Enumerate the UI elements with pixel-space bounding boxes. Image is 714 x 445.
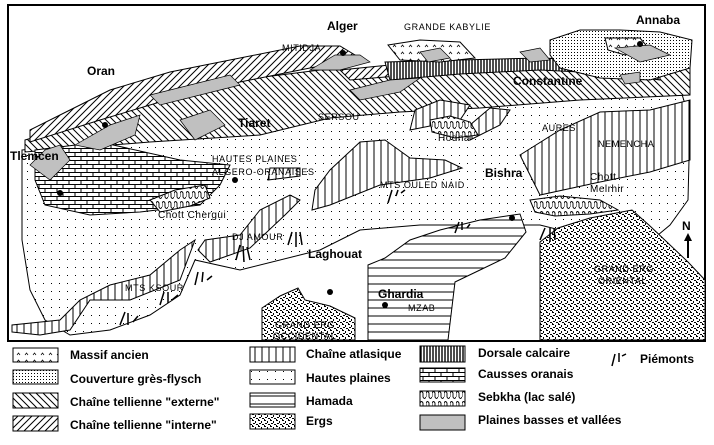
legend-swatch-hamada bbox=[249, 392, 296, 408]
legend-label-tell-externe: Chaîne tellienne "externe" bbox=[70, 395, 219, 409]
legend-label-hamada: Hamada bbox=[306, 394, 353, 408]
city-label-oran: Oran bbox=[87, 64, 115, 78]
region-label-mzab: MZAB bbox=[408, 303, 435, 313]
legend-label-couverture: Couverture grès-flysch bbox=[70, 372, 201, 386]
north-arrow-icon: N bbox=[682, 219, 692, 258]
piemont-marks bbox=[119, 189, 556, 326]
legend-swatch-tell-interne bbox=[12, 415, 59, 432]
svg-text:N: N bbox=[682, 219, 691, 233]
couverture-flysch-area bbox=[549, 29, 693, 81]
plaines-basses-areas bbox=[29, 44, 672, 181]
legend-swatch-massif-ancien bbox=[12, 347, 59, 363]
region-label-grand-erg-occidental-2: OCCIDENTAL bbox=[273, 331, 336, 341]
region-label-chott-melrhir: Chott bbox=[590, 172, 616, 183]
region-label-hautes-plaines: HAUTES PLAINES bbox=[212, 154, 297, 164]
city-label-annaba: Annaba bbox=[636, 13, 680, 27]
region-label-grand-erg-oriental: GRAND ERG bbox=[594, 264, 654, 274]
legend-swatch-hautes-plaines bbox=[249, 369, 296, 385]
legend-label-atlas: Chaîne atlasique bbox=[306, 347, 402, 361]
region-label-mts-ouled-naid: MTS OULED NAID bbox=[380, 180, 465, 190]
piemont-icon bbox=[611, 353, 627, 367]
legend-swatch-sebkha bbox=[419, 390, 466, 407]
region-label-dj-amour: DJ AMOUR bbox=[232, 232, 283, 242]
region-label-hodna: Hodna bbox=[438, 133, 470, 144]
legend-label-dorsale: Dorsale calcaire bbox=[478, 346, 570, 360]
region-label-mts-ksour: MTS KSOUR bbox=[125, 283, 184, 293]
legend-swatch-ergs bbox=[249, 413, 296, 430]
city-dots bbox=[57, 41, 643, 308]
region-label-chott-melrhir-2: Melrhir bbox=[590, 184, 624, 195]
region-label-grande-kabylie: GRANDE KABYLIE bbox=[404, 22, 491, 32]
grand-erg-oriental-area bbox=[539, 209, 706, 341]
legend-label-ergs: Ergs bbox=[306, 414, 333, 428]
legend-label-plaines-basses: Plaines basses et vallées bbox=[478, 413, 622, 427]
legend-label-sebkha: Sebkha (lac salé) bbox=[478, 390, 575, 404]
legend-label-hautes-plaines: Hautes plaines bbox=[306, 371, 391, 385]
legend-label-piemonts: Piémonts bbox=[640, 352, 694, 366]
city-label-laghouat: Laghouat bbox=[308, 247, 362, 261]
city-label-constantine: Constantine bbox=[513, 74, 583, 88]
legend-swatch-couverture bbox=[12, 369, 59, 385]
city-label-alger: Alger bbox=[327, 19, 358, 33]
city-label-ghardia: Ghardia bbox=[378, 287, 424, 301]
region-label-chott-chergui: Chott Chergui bbox=[158, 210, 226, 221]
region-label-mitidja: MITIDJA bbox=[282, 43, 321, 53]
tell-interne-area bbox=[29, 45, 362, 143]
legend: Massif ancien Couverture grès-flysch Cha… bbox=[12, 345, 694, 432]
sebkha-areas bbox=[149, 115, 620, 217]
legend-swatch-tell-externe bbox=[12, 392, 59, 409]
region-label-algero-oranaises: ALGERO-ORANAISES bbox=[212, 167, 315, 177]
region-label-grand-erg-oriental-2: ORIENTAL bbox=[598, 276, 647, 286]
legend-swatch-causses bbox=[419, 367, 466, 383]
city-label-tlemcen: Tlemcen bbox=[10, 149, 59, 163]
legend-label-tell-interne: Chaîne tellienne "interne" bbox=[70, 418, 217, 432]
hamada-area bbox=[367, 213, 527, 341]
legend-swatch-plaines-basses bbox=[419, 414, 466, 431]
legend-label-massif-ancien: Massif ancien bbox=[70, 348, 149, 362]
legend-swatch-atlas bbox=[249, 346, 296, 363]
region-label-sersou: SERSOU bbox=[318, 112, 360, 122]
city-label-tiaret: Tiaret bbox=[238, 116, 270, 130]
legend-swatch-dorsale bbox=[419, 345, 466, 363]
region-label-aures: AURES bbox=[542, 123, 576, 133]
city-label-bishra: Bishra bbox=[485, 166, 523, 180]
legend-label-causses: Causses oranais bbox=[478, 367, 574, 381]
region-label-grand-erg-occidental: GRAND ERG bbox=[275, 320, 335, 330]
region-label-nemencha: NEMENCHA bbox=[598, 139, 654, 149]
chaine-atlasique-areas bbox=[11, 99, 691, 336]
grand-erg-occidental-area bbox=[261, 287, 356, 341]
